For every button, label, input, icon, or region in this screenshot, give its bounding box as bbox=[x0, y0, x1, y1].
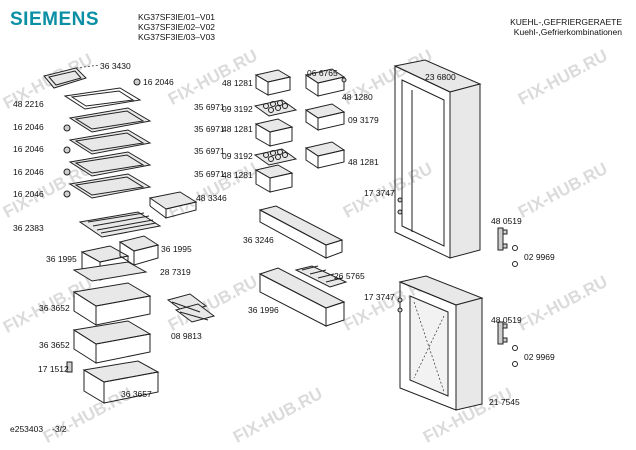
part-label: 48 1281 bbox=[222, 170, 253, 180]
part-label: 36 1995 bbox=[161, 244, 192, 254]
part-label: 26 5765 bbox=[334, 271, 365, 281]
part-label: 36 3652 bbox=[39, 340, 70, 350]
freezer-drawer-part bbox=[72, 320, 152, 364]
screw-part bbox=[512, 361, 518, 367]
model-number: KG37SF3IE/03–V03 bbox=[138, 32, 216, 42]
part-label: 35 6971 bbox=[194, 169, 225, 179]
part-label: 16 2046 bbox=[13, 189, 44, 199]
screw-part bbox=[512, 245, 518, 251]
freezer-door-part bbox=[398, 275, 484, 411]
hinge-part bbox=[497, 321, 508, 345]
part-label: 02 9969 bbox=[524, 252, 555, 262]
part-label: 35 6971 bbox=[194, 124, 225, 134]
clip-part bbox=[63, 146, 71, 154]
part-label: 16 2046 bbox=[13, 167, 44, 177]
part-label: 09 3179 bbox=[348, 115, 379, 125]
glass-shelf-part bbox=[68, 173, 152, 199]
part-label: 36 3652 bbox=[39, 303, 70, 313]
model-number: KG37SF3IE/02–V02 bbox=[138, 22, 216, 32]
screw-part bbox=[512, 261, 518, 267]
part-label: 17 3747 bbox=[364, 188, 395, 198]
part-label: 16 2046 bbox=[13, 144, 44, 154]
part-label: 06 6765 bbox=[307, 68, 338, 78]
freezer-drawer-part bbox=[82, 360, 160, 404]
part-label: 48 1281 bbox=[222, 124, 253, 134]
door-shelf-part bbox=[258, 205, 344, 259]
ice-tray-part bbox=[166, 293, 216, 323]
clip-part bbox=[133, 78, 141, 86]
screw-part bbox=[397, 209, 403, 215]
part-label: 36 1996 bbox=[248, 305, 279, 315]
grid-shelf-part bbox=[78, 211, 162, 238]
door-rack-part bbox=[254, 164, 294, 193]
clip-part bbox=[63, 190, 71, 198]
cover-plate-part bbox=[72, 261, 148, 282]
door-rack-part bbox=[254, 118, 294, 147]
hinge-part bbox=[497, 227, 508, 251]
page-number: -3/2 bbox=[52, 424, 67, 434]
screw-part bbox=[397, 307, 403, 313]
category-subtitle: Kuehl-,Gefrierkombinationen bbox=[513, 27, 622, 37]
part-label: 17 1512 bbox=[38, 364, 69, 374]
bottle-shelf-part bbox=[258, 267, 346, 327]
glass-shelf-part bbox=[68, 151, 152, 177]
part-label: 17 3747 bbox=[364, 292, 395, 302]
model-number: KG37SF3IE/01–V01 bbox=[138, 12, 216, 22]
part-label: 36 3430 bbox=[100, 61, 131, 71]
part-label: 36 2383 bbox=[13, 223, 44, 233]
fridge-door-part bbox=[393, 59, 482, 259]
small-part bbox=[66, 361, 73, 373]
glass-shelf-part bbox=[68, 129, 152, 155]
shelf-frame-part bbox=[63, 87, 142, 110]
egg-tray-part bbox=[253, 148, 298, 166]
bottle-rail-part bbox=[294, 265, 348, 288]
clip-part bbox=[63, 124, 71, 132]
door-rack-part bbox=[254, 69, 292, 96]
crisper-drawer-part bbox=[118, 235, 160, 266]
clip-part bbox=[63, 168, 71, 176]
part-label: 35 6971 bbox=[194, 102, 225, 112]
screw-part bbox=[397, 197, 403, 203]
brand-logo: SIEMENS bbox=[10, 9, 100, 30]
door-rack-part bbox=[304, 141, 346, 169]
door-rack-part bbox=[304, 68, 346, 97]
part-label: 48 1281 bbox=[348, 157, 379, 167]
part-label: 09 3192 bbox=[222, 151, 253, 161]
door-rack-part bbox=[304, 103, 346, 131]
drawer-part bbox=[148, 191, 198, 219]
screw-part bbox=[341, 77, 347, 83]
part-label: 48 1280 bbox=[342, 92, 373, 102]
part-label: 48 3346 bbox=[196, 193, 227, 203]
part-label: 48 1281 bbox=[222, 78, 253, 88]
part-label: 48 2216 bbox=[13, 99, 44, 109]
screw-part bbox=[512, 345, 518, 351]
part-label: 48 0519 bbox=[491, 216, 522, 226]
part-label: 35 6971 bbox=[194, 146, 225, 156]
freezer-drawer-part bbox=[72, 282, 152, 326]
part-label: 36 3246 bbox=[243, 235, 274, 245]
glass-shelf-part bbox=[68, 107, 152, 133]
part-label: 21 7545 bbox=[489, 397, 520, 407]
part-label: 48 0519 bbox=[491, 315, 522, 325]
part-label: 09 3192 bbox=[222, 104, 253, 114]
tray-part bbox=[43, 64, 101, 89]
part-label: 02 9969 bbox=[524, 352, 555, 362]
part-label: 16 2046 bbox=[13, 122, 44, 132]
part-label: 36 3657 bbox=[121, 389, 152, 399]
document-id: e253403 bbox=[10, 424, 44, 434]
screw-part bbox=[397, 297, 403, 303]
egg-tray-part bbox=[253, 99, 298, 117]
part-label: 23 6800 bbox=[425, 72, 456, 82]
part-label: 36 1995 bbox=[46, 254, 77, 264]
category-title: KUEHL-,GEFRIERGERAETE bbox=[510, 17, 622, 27]
part-label: 16 2046 bbox=[143, 77, 174, 87]
part-label: 28 7319 bbox=[160, 267, 191, 277]
part-label: 08 9813 bbox=[171, 331, 202, 341]
